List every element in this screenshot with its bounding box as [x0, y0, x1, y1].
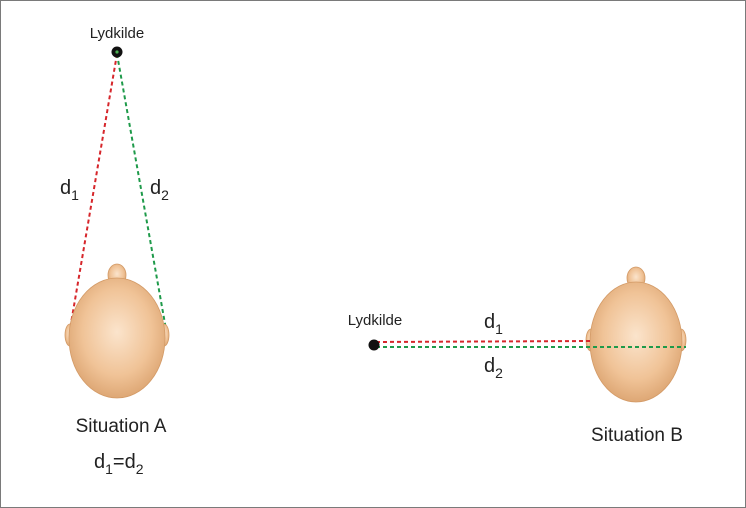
situation-b-title: Situation B [591, 425, 683, 446]
situation-a-equation: d1=d2 [94, 451, 144, 477]
situation-a-d2-line [116, 53, 168, 336]
situation-a-d2-label: d2 [150, 177, 169, 203]
situation-b-head [585, 266, 687, 403]
situation-a-title: Situation A [76, 416, 167, 437]
situation-a-d1-label: d1 [60, 177, 79, 203]
situation-b: Lydkilde d1 d2 Situation B [348, 266, 687, 446]
situation-b-source-dot [368, 339, 380, 351]
situation-a-source-label: Lydkilde [90, 25, 144, 42]
situation-a-d1-line [68, 53, 118, 336]
situation-a: Lydkilde d1 d2 Situation A d1=d2 [60, 25, 170, 477]
situation-b-source-label: Lydkilde [348, 312, 402, 329]
situation-b-d1-line [375, 340, 591, 343]
situation-b-d2-label: d2 [484, 355, 503, 381]
situation-a-head [64, 263, 170, 399]
situation-b-d1-label: d1 [484, 311, 503, 337]
